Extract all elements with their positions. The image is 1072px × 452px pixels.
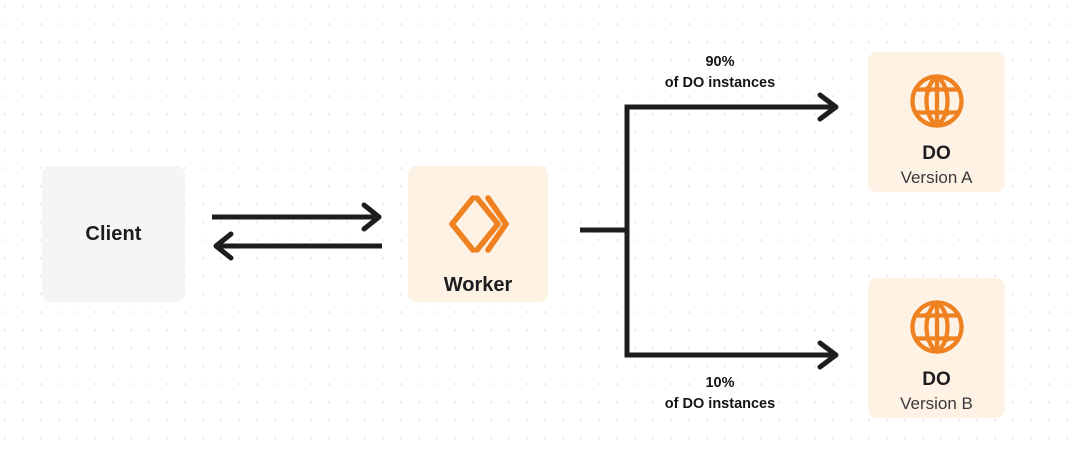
node-do-version-a[interactable]: DO Version A — [868, 52, 1005, 192]
node-do-a-version: Version A — [900, 167, 973, 187]
globe-icon — [908, 298, 966, 356]
arrow-client-to-worker-head — [361, 202, 382, 232]
edge-label-bottom-percent: 10% — [705, 375, 735, 391]
cloudflare-workers-logo-icon — [446, 194, 510, 254]
arrow-to-do-b-head — [817, 340, 839, 370]
node-do-a-label: DO — [922, 143, 951, 164]
node-do-b-label: DO — [922, 369, 951, 390]
edge-label-bottom-description: of DO instances — [664, 395, 776, 412]
node-do-version-b[interactable]: DO Version B — [868, 278, 1005, 418]
edge-label-top: 90% of DO instances — [612, 52, 828, 93]
node-client[interactable]: Client — [42, 166, 185, 302]
arrow-worker-to-client-head — [213, 231, 234, 261]
node-client-label: Client — [85, 222, 142, 245]
globe-icon — [908, 72, 966, 130]
edge-label-top-description: of DO instances — [664, 74, 776, 91]
edge-label-top-percent: 90% — [705, 54, 735, 70]
edge-label-bottom: 10% of DO instances — [612, 373, 828, 414]
node-worker-label: Worker — [443, 274, 513, 296]
node-do-b-version: Version B — [900, 393, 973, 413]
arrow-to-do-a-head — [817, 92, 839, 122]
node-worker[interactable]: Worker — [408, 166, 548, 302]
